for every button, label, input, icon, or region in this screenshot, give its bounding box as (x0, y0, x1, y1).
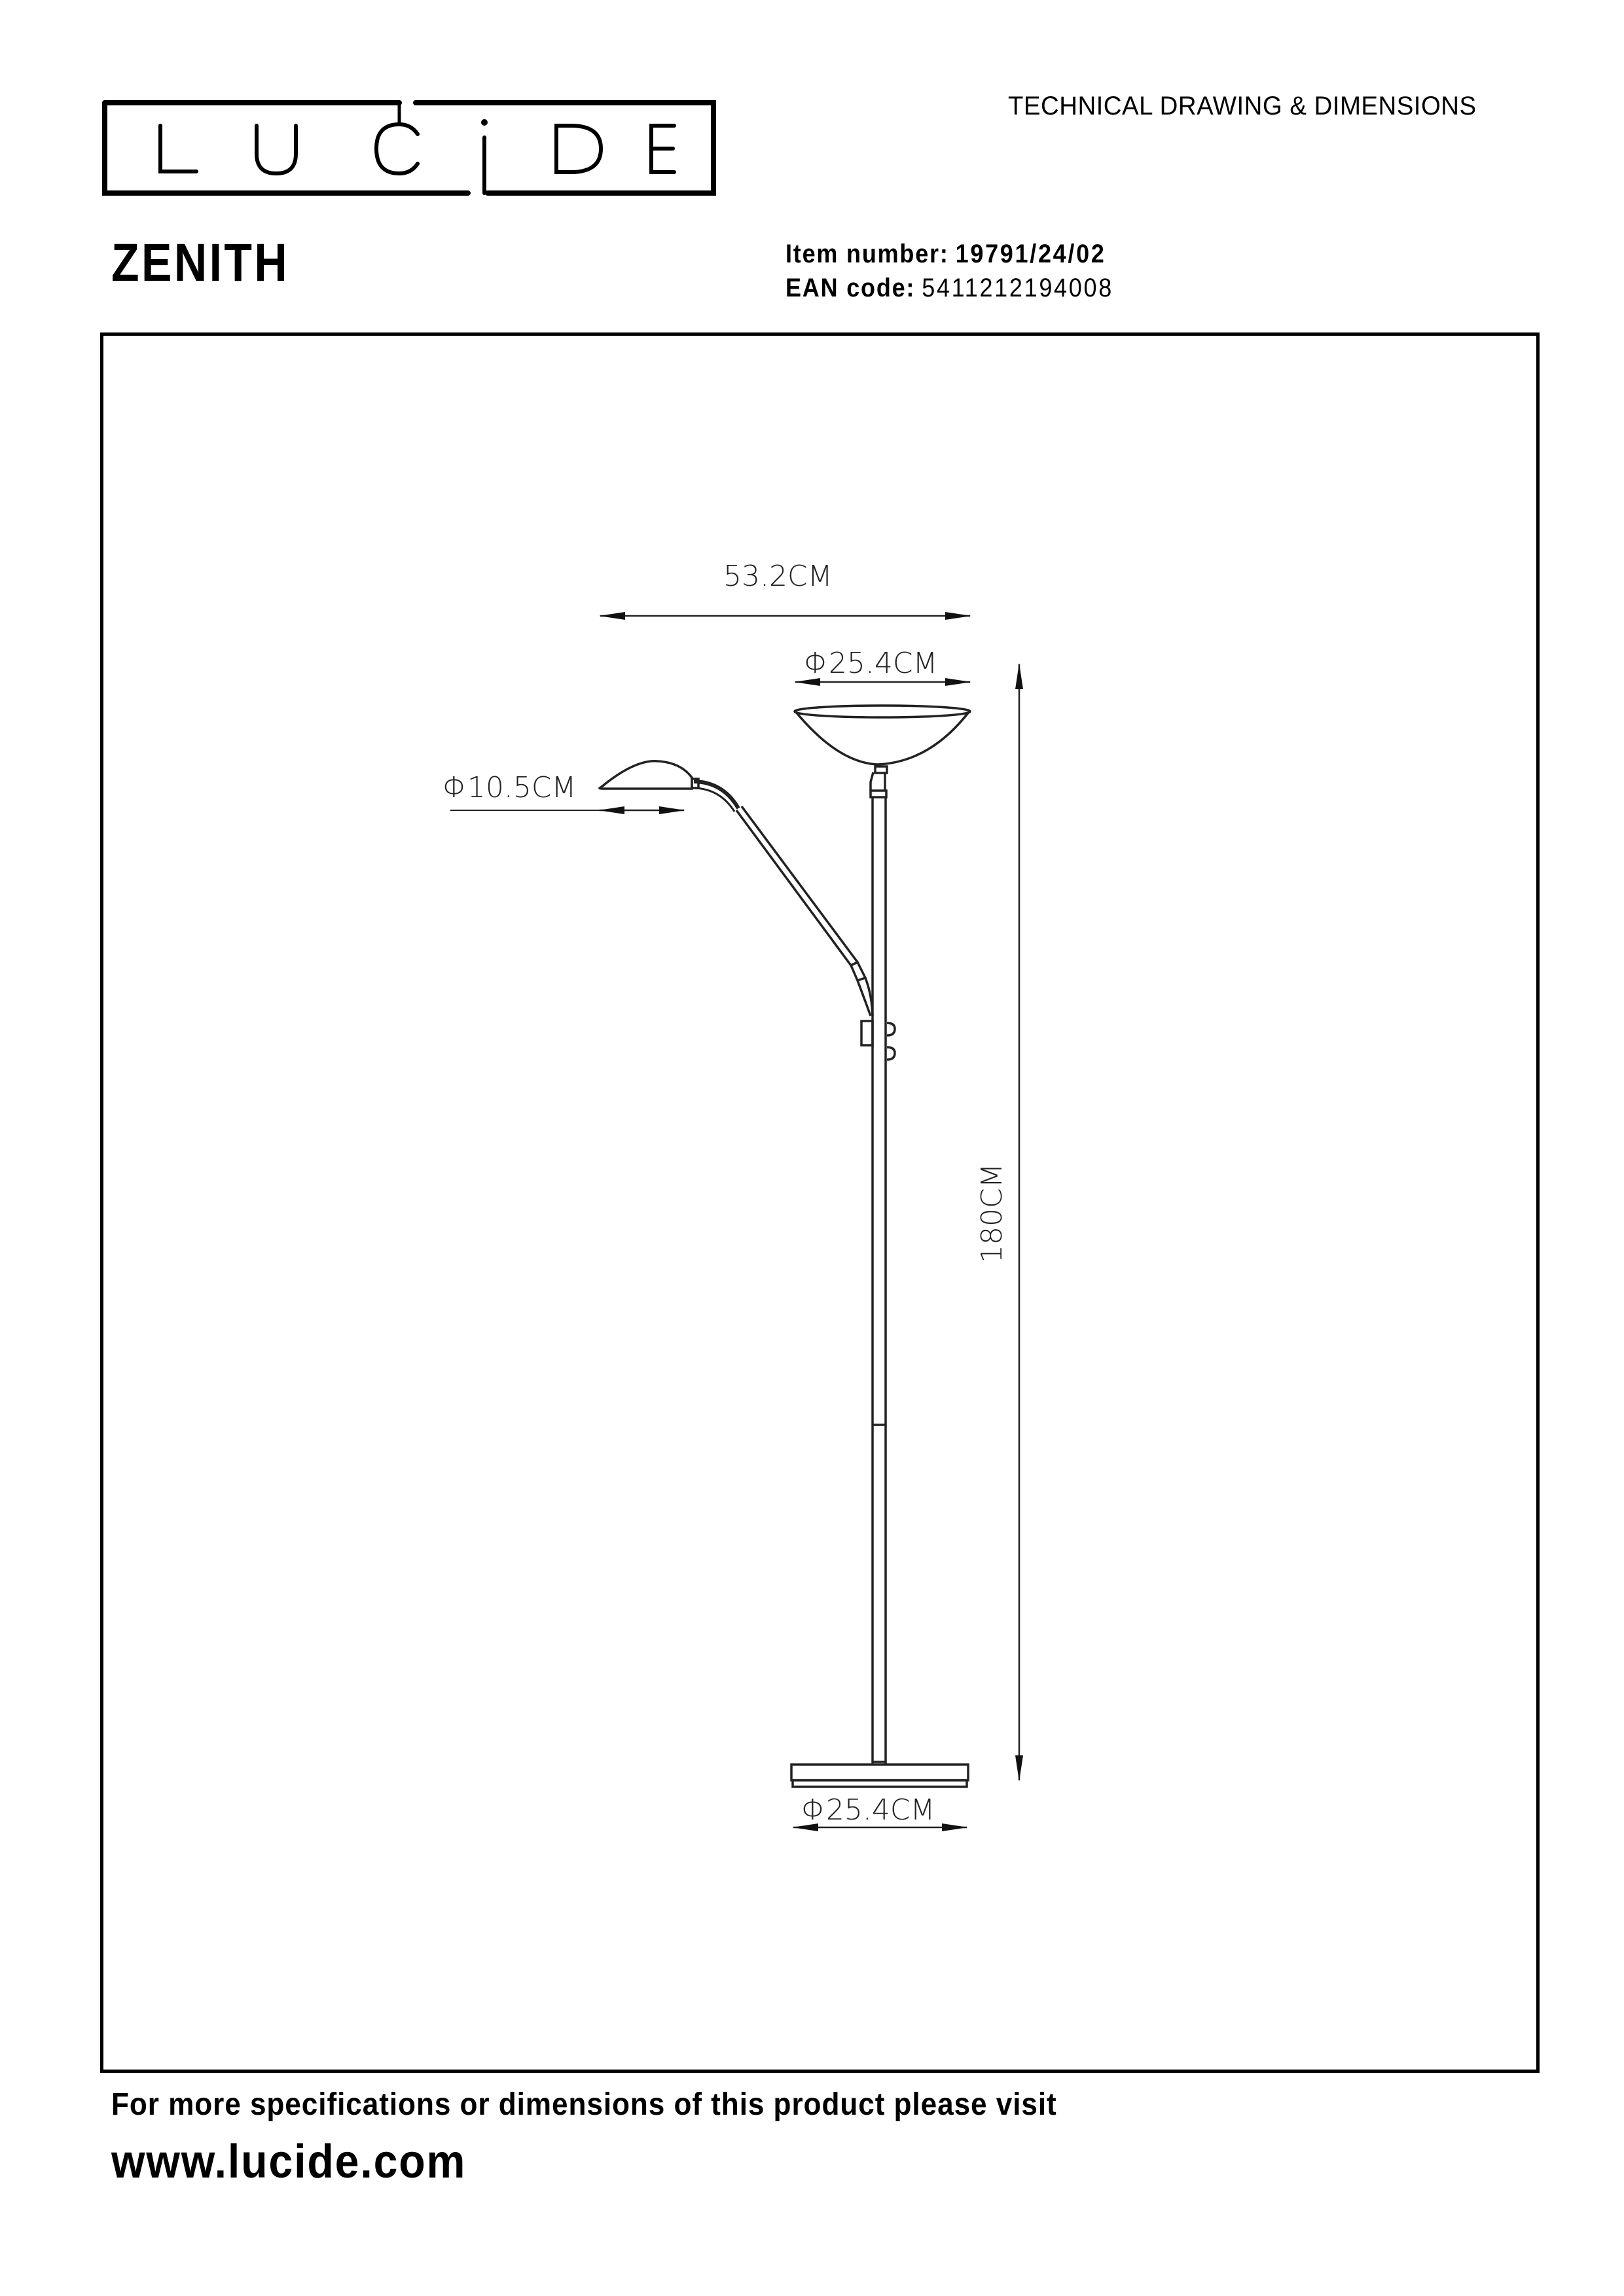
product-name: ZENITH (111, 233, 290, 293)
height-label: 180CM (975, 1163, 1009, 1263)
ean-label: EAN code: (785, 274, 916, 302)
main-pole (871, 797, 887, 1765)
reading-head-diameter-label: Φ10.5CM (442, 771, 577, 804)
total-width-label: 53.2CM (723, 560, 833, 593)
ean-row: EAN code: 5411212194008 (785, 271, 1113, 305)
reading-head (598, 760, 700, 790)
lamp-base (790, 1763, 969, 1788)
item-number-value: 19791/24/02 (955, 240, 1106, 268)
website-link[interactable]: www.lucide.com (111, 2136, 467, 2188)
footer-info-text: For more specifications or dimensions of… (111, 2087, 1057, 2122)
uplighter-bowl (793, 704, 971, 766)
reading-arm (693, 780, 874, 1047)
uplighter-diameter-label: Φ25.4CM (804, 647, 938, 680)
dimmer-knobs (886, 1022, 896, 1061)
lucide-logo: LUCIDE (102, 100, 716, 196)
drawing-frame (100, 332, 1540, 2073)
item-number-row: Item number: 19791/24/02 (785, 237, 1113, 271)
item-info: Item number: 19791/24/02 EAN code: 54112… (785, 237, 1113, 305)
item-number-label: Item number: (785, 240, 949, 268)
ean-value: 5411212194008 (922, 274, 1113, 302)
base-diameter-label: Φ25.4CM (801, 1793, 935, 1827)
document-type-label: TECHNICAL DRAWING & DIMENSIONS (1008, 92, 1477, 120)
